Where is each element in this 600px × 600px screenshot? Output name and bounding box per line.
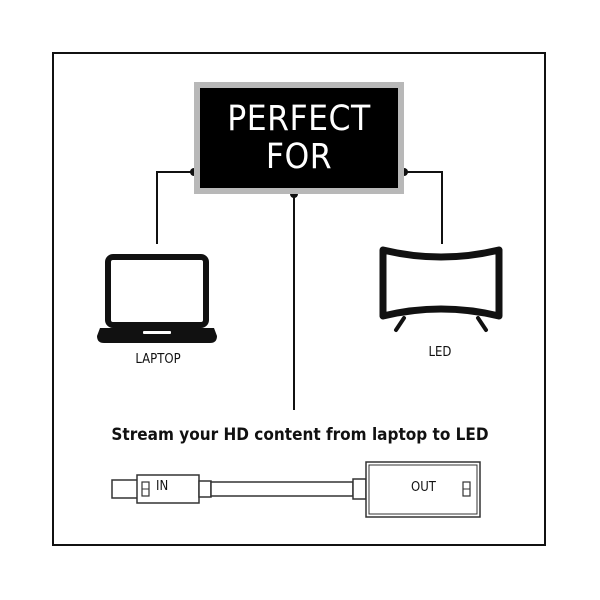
led-label: LED	[428, 345, 452, 360]
plug-tip	[111, 479, 139, 499]
curved-tv-icon	[379, 246, 503, 332]
sign-panel: PERFECT FOR	[200, 88, 398, 188]
usb-c-adapter-icon	[111, 461, 481, 518]
laptop-icon	[97, 254, 217, 343]
connector-lines	[156, 171, 443, 410]
caption: Stream your HD content from laptop to LE…	[111, 425, 489, 445]
diagram-frame	[52, 52, 546, 546]
connector-laptop	[156, 171, 194, 244]
sign-line-1: PERFECT	[227, 99, 371, 139]
adapter-in-label: IN	[156, 479, 169, 494]
connector-led	[404, 171, 443, 244]
laptop-label: LAPTOP	[135, 352, 181, 367]
cable	[210, 481, 354, 497]
adapter-out-label: OUT	[411, 480, 436, 495]
perfect-for-sign: PERFECT FOR	[194, 82, 404, 194]
sign-line-2: FOR	[265, 137, 333, 177]
